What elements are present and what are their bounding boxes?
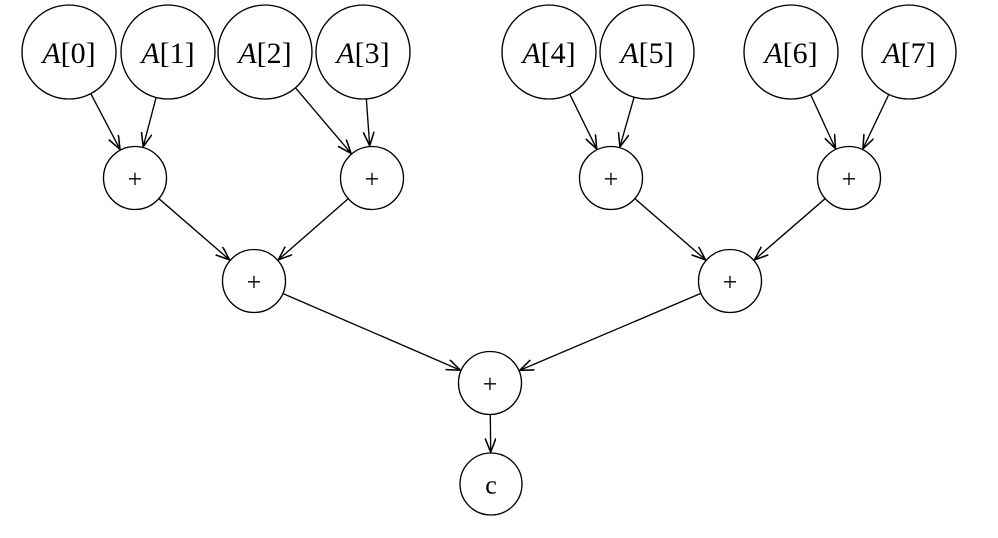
adder-root-node-circle <box>457 350 523 416</box>
adder-level1-node-1: + <box>339 145 405 211</box>
array-index: [4] <box>541 37 576 70</box>
adder-level1-node-1-label: + <box>365 165 380 194</box>
array-element-label-2: A[2] <box>236 37 291 70</box>
edge-add-l2-0-to-add-root <box>283 293 460 370</box>
array-index: [5] <box>639 37 674 70</box>
adder-level1-node-2: + <box>578 145 644 211</box>
edge-leaf-1-to-add-l1-0 <box>143 97 157 147</box>
adder-root-node-label: + <box>483 370 498 399</box>
adder-level1-node-2-label: + <box>604 165 619 194</box>
array-element-node-3-circle <box>315 4 411 100</box>
adder-level1-node-1-circle <box>339 145 405 211</box>
array-element-node-0: A[0] <box>21 4 117 100</box>
edge-leaf-3-to-add-l1-1 <box>366 99 369 145</box>
adder-level1-node-2-circle <box>578 145 644 211</box>
array-element-node-5: A[5] <box>599 4 695 100</box>
edge-leaf-0-to-add-l1-0 <box>90 93 120 149</box>
adder-level1-node-0-circle <box>102 145 168 211</box>
adder-level2-node-0: + <box>221 248 287 314</box>
adder-level1-node-0-label: + <box>128 165 143 194</box>
edge-add-l1-3-to-add-l2-1 <box>755 198 826 260</box>
array-element-node-7: A[7] <box>861 4 957 100</box>
output-label: c <box>485 471 497 500</box>
output-node-circle <box>459 452 523 516</box>
array-name: A <box>139 37 160 70</box>
array-element-label-0: A[0] <box>40 37 95 70</box>
array-name: A <box>520 37 541 70</box>
array-element-label-5: A[5] <box>618 37 673 70</box>
edge-leaf-5-to-add-l1-2 <box>620 97 635 147</box>
array-element-node-1: A[1] <box>120 4 216 100</box>
edge-leaf-4-to-add-l1-2 <box>569 94 597 149</box>
array-name: A <box>618 37 639 70</box>
edge-add-l2-1-to-add-root <box>520 292 701 371</box>
array-element-node-6: A[6] <box>743 4 839 100</box>
adder-root-node: + <box>457 350 523 416</box>
edge-leaf-7-to-add-l1-3 <box>863 94 890 149</box>
array-index: [0] <box>61 37 96 70</box>
array-index: [7] <box>901 37 936 70</box>
array-element-node-6-circle <box>743 4 839 100</box>
array-element-label-6: A[6] <box>762 37 817 70</box>
array-element-node-5-circle <box>599 4 695 100</box>
array-element-node-4: A[4] <box>501 4 597 100</box>
array-element-node-2: A[2] <box>217 4 313 100</box>
adder-level1-node-3-circle <box>816 145 882 211</box>
adder-level1-node-3: + <box>816 145 882 211</box>
array-name: A <box>236 37 257 70</box>
adder-level2-node-0-label: + <box>247 268 262 297</box>
edges-layer <box>90 87 890 452</box>
array-element-node-0-circle <box>21 4 117 100</box>
array-element-node-3: A[3] <box>315 4 411 100</box>
array-element-node-1-circle <box>120 4 216 100</box>
adder-level2-node-1-circle <box>697 248 763 314</box>
array-name: A <box>40 37 61 70</box>
array-element-label-4: A[4] <box>520 37 575 70</box>
edge-leaf-2-to-add-l1-1 <box>295 87 351 153</box>
edge-add-l1-1-to-add-l2-0 <box>278 198 349 260</box>
adder-level1-node-0: + <box>102 145 168 211</box>
array-element-node-2-circle <box>217 4 313 100</box>
array-element-label-1: A[1] <box>139 37 194 70</box>
edge-leaf-6-to-add-l1-3 <box>810 94 836 148</box>
adder-level2-node-1: + <box>697 248 763 314</box>
array-element-node-7-circle <box>861 4 957 100</box>
array-index: [2] <box>257 37 292 70</box>
edge-add-l1-0-to-add-l2-0 <box>158 198 229 260</box>
array-name: A <box>880 37 901 70</box>
output-node: c <box>459 452 523 516</box>
nodes-layer: A[0]A[1]A[2]A[3]A[4]A[5]A[6]A[7]+++++++c <box>21 4 957 516</box>
array-name: A <box>334 37 355 70</box>
array-element-node-4-circle <box>501 4 597 100</box>
array-index: [6] <box>783 37 818 70</box>
adder-level2-node-0-circle <box>221 248 287 314</box>
array-element-label-3: A[3] <box>334 37 389 70</box>
array-element-label-7: A[7] <box>880 37 935 70</box>
adder-level2-node-1-label: + <box>723 268 738 297</box>
edge-add-l1-2-to-add-l2-1 <box>634 198 705 260</box>
array-index: [3] <box>355 37 390 70</box>
adder-level1-node-3-label: + <box>842 165 857 194</box>
array-name: A <box>762 37 783 70</box>
array-index: [1] <box>160 37 195 70</box>
